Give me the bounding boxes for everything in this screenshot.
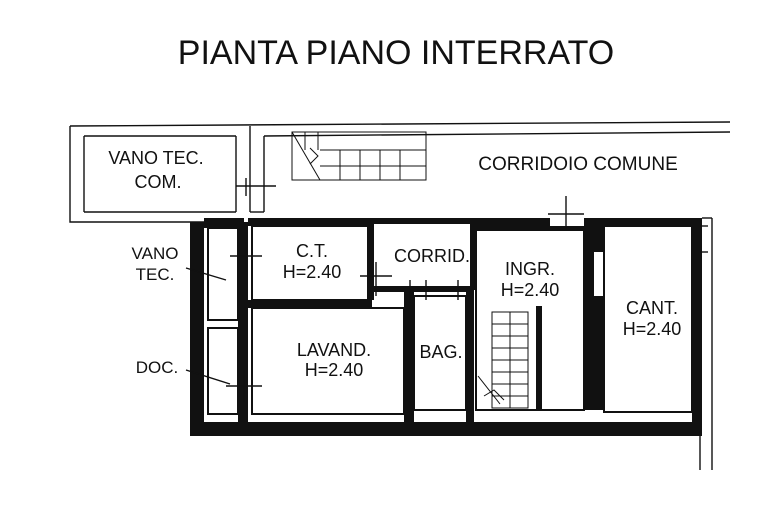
label-vano-tec-com-2: COM. <box>135 172 182 192</box>
common-area-outline <box>69 121 731 223</box>
label-ingr-height: H=2.40 <box>501 280 560 300</box>
apartment-walls <box>190 218 702 436</box>
label-ct-name: C.T. <box>296 241 328 261</box>
label-ct-height: H=2.40 <box>283 262 342 282</box>
label-ingr-name: INGR. <box>505 259 555 279</box>
label-corrid: CORRID. <box>394 246 470 266</box>
label-vano-tec-2: TEC. <box>136 265 175 284</box>
label-vano-tec-1: VANO <box>132 244 179 263</box>
label-bag: BAG. <box>419 342 462 362</box>
label-lavand-height: H=2.40 <box>305 360 364 380</box>
label-vano-tec-com-1: VANO TEC. <box>108 148 203 168</box>
common-stair <box>291 131 427 181</box>
label-cant-height: H=2.40 <box>623 319 682 339</box>
vano-tec-leader <box>185 267 227 281</box>
internal-stair <box>477 306 542 410</box>
plan-title: PIANTA PIANO INTERRATO <box>178 34 614 72</box>
right-outer-extension <box>699 217 713 470</box>
doc-leader <box>185 369 231 385</box>
label-corridoio-comune: CORRIDOIO COMUNE <box>478 154 678 175</box>
label-lavand-name: LAVAND. <box>297 340 371 360</box>
door-markers <box>226 178 708 434</box>
label-doc: DOC. <box>136 358 179 377</box>
label-cant-name: CANT. <box>626 298 678 318</box>
